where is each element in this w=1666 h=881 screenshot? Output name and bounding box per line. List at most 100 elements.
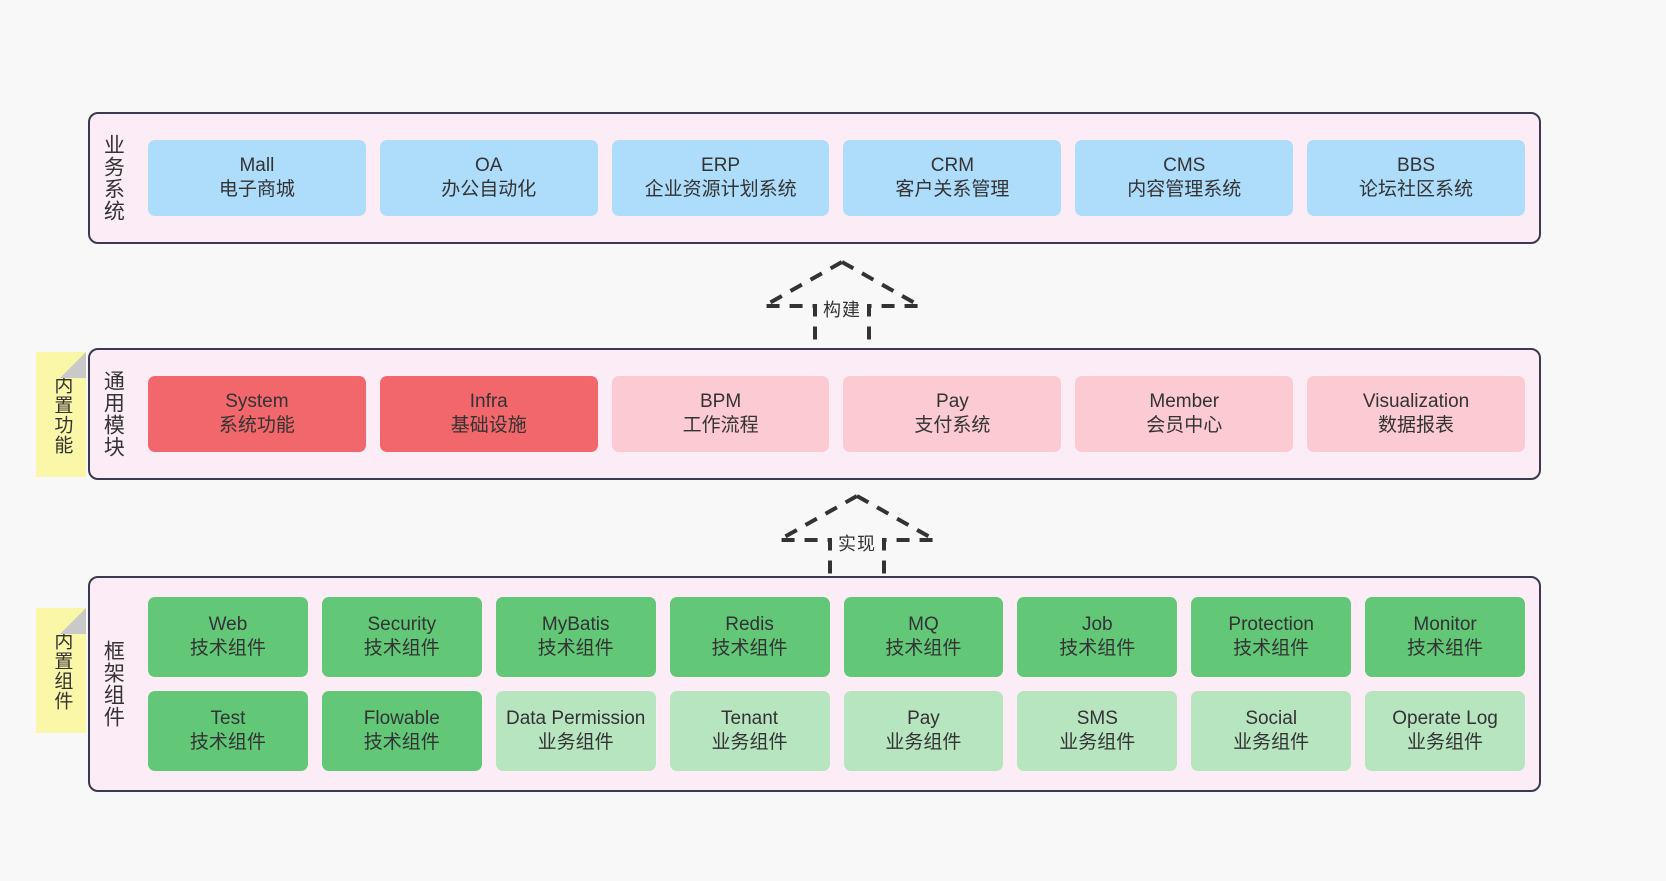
layer-framework-body: Web 技术组件 Security 技术组件 MyBatis 技术组件 Redi… <box>134 578 1539 790</box>
connector-build: 构建 <box>757 258 927 354</box>
framework-card-row-2: Test 技术组件 Flowable 技术组件 Data Permission … <box>148 691 1525 771</box>
card-mybatis[interactable]: MyBatis 技术组件 <box>495 597 656 677</box>
card-social[interactable]: Social 业务组件 <box>1191 691 1352 771</box>
card-operate-log-cn: 业务组件 <box>1407 732 1484 753</box>
card-monitor-cn: 技术组件 <box>1407 638 1484 659</box>
card-bpm-en: BPM <box>699 390 742 412</box>
card-mybatis-cn: 技术组件 <box>537 638 614 659</box>
card-mall-cn: 电子商城 <box>218 179 295 200</box>
card-data-permission-en: Data Permission <box>505 707 646 729</box>
card-infra-en: Infra <box>469 390 508 412</box>
card-data-permission-cn: 业务组件 <box>537 732 614 753</box>
layer-business-systems: 业务系统 Mall 电子商城 OA 办公自动化 ERP 企业资源计划系统 CRM… <box>88 112 1541 244</box>
build-arrow-shape <box>757 259 927 354</box>
card-operate-log[interactable]: Operate Log 业务组件 <box>1365 691 1525 771</box>
card-member-cn: 会员中心 <box>1146 415 1223 436</box>
card-operate-log-en: Operate Log <box>1392 707 1498 729</box>
card-crm-en: CRM <box>930 154 975 176</box>
card-mq-en: MQ <box>908 613 939 635</box>
card-monitor[interactable]: Monitor 技术组件 <box>1365 597 1525 677</box>
layer-modules-title: 通用模块 <box>101 370 125 458</box>
card-job-cn: 技术组件 <box>1059 638 1136 659</box>
card-bpm-cn: 工作流程 <box>682 415 759 436</box>
card-system[interactable]: System 系统功能 <box>148 376 366 452</box>
card-visualization-cn: 数据报表 <box>1378 415 1455 436</box>
card-security-cn: 技术组件 <box>363 638 440 659</box>
card-crm-cn: 客户关系管理 <box>895 179 1010 200</box>
card-sms[interactable]: SMS 业务组件 <box>1017 691 1178 771</box>
card-erp[interactable]: ERP 企业资源计划系统 <box>611 140 830 216</box>
business-card-row: Mall 电子商城 OA 办公自动化 ERP 企业资源计划系统 CRM 客户关系… <box>148 140 1525 216</box>
card-system-cn: 系统功能 <box>218 415 295 436</box>
layer-general-modules: 通用模块 System 系统功能 Infra 基础设施 BPM 工作流程 Pay… <box>88 348 1541 480</box>
card-mall[interactable]: Mall 电子商城 <box>148 140 366 216</box>
card-flowable[interactable]: Flowable 技术组件 <box>321 691 482 771</box>
card-web-en: Web <box>208 613 248 635</box>
layer-framework-title: 框架组件 <box>101 640 125 728</box>
card-protection[interactable]: Protection 技术组件 <box>1191 597 1352 677</box>
card-protection-cn: 技术组件 <box>1233 638 1310 659</box>
card-infra[interactable]: Infra 基础设施 <box>379 376 598 452</box>
sticky-note-builtin-features: 内置功能 <box>36 352 86 477</box>
card-sms-en: SMS <box>1076 707 1118 729</box>
layer-modules-body: System 系统功能 Infra 基础设施 BPM 工作流程 Pay 支付系统… <box>134 350 1539 478</box>
framework-card-row-1: Web 技术组件 Security 技术组件 MyBatis 技术组件 Redi… <box>148 597 1525 677</box>
card-redis[interactable]: Redis 技术组件 <box>669 597 830 677</box>
layer-business-title: 业务系统 <box>101 134 125 222</box>
card-flowable-cn: 技术组件 <box>363 732 440 753</box>
card-data-permission[interactable]: Data Permission 业务组件 <box>495 691 656 771</box>
card-pay-module-en: Pay <box>936 390 969 412</box>
card-pay-component-cn: 业务组件 <box>885 732 962 753</box>
card-infra-cn: 基础设施 <box>450 415 527 436</box>
card-test[interactable]: Test 技术组件 <box>148 691 308 771</box>
card-member[interactable]: Member 会员中心 <box>1075 376 1294 452</box>
card-pay-module[interactable]: Pay 支付系统 <box>843 376 1062 452</box>
card-monitor-en: Monitor <box>1413 613 1477 635</box>
card-cms-en: CMS <box>1163 154 1206 176</box>
realize-arrow-shape <box>772 493 942 588</box>
card-sms-cn: 业务组件 <box>1059 732 1136 753</box>
card-tenant[interactable]: Tenant 业务组件 <box>669 691 830 771</box>
card-social-cn: 业务组件 <box>1233 732 1310 753</box>
card-visualization-en: Visualization <box>1362 390 1470 412</box>
card-visualization[interactable]: Visualization 数据报表 <box>1307 376 1525 452</box>
card-security[interactable]: Security 技术组件 <box>321 597 482 677</box>
card-bbs-cn: 论坛社区系统 <box>1359 179 1474 200</box>
card-pay-component-en: Pay <box>907 707 940 729</box>
card-erp-en: ERP <box>701 154 741 176</box>
card-oa[interactable]: OA 办公自动化 <box>379 140 598 216</box>
card-cms[interactable]: CMS 内容管理系统 <box>1075 140 1294 216</box>
layer-framework-components: 框架组件 Web 技术组件 Security 技术组件 MyBatis 技术组件… <box>88 576 1541 792</box>
card-job[interactable]: Job 技术组件 <box>1017 597 1178 677</box>
card-job-en: Job <box>1081 613 1113 635</box>
card-redis-en: Redis <box>725 613 774 635</box>
card-tenant-cn: 业务组件 <box>711 732 788 753</box>
card-flowable-en: Flowable <box>363 707 440 729</box>
layer-business-body: Mall 电子商城 OA 办公自动化 ERP 企业资源计划系统 CRM 客户关系… <box>134 114 1539 242</box>
card-pay-module-cn: 支付系统 <box>914 415 991 436</box>
card-bbs-en: BBS <box>1397 154 1436 176</box>
card-social-en: Social <box>1245 707 1298 729</box>
card-protection-en: Protection <box>1228 613 1314 635</box>
card-crm[interactable]: CRM 客户关系管理 <box>843 140 1062 216</box>
card-test-cn: 技术组件 <box>189 732 266 753</box>
card-mall-en: Mall <box>239 154 275 176</box>
card-tenant-en: Tenant <box>721 707 779 729</box>
card-mq[interactable]: MQ 技术组件 <box>843 597 1004 677</box>
card-redis-cn: 技术组件 <box>711 638 788 659</box>
card-oa-en: OA <box>475 154 503 176</box>
card-web[interactable]: Web 技术组件 <box>148 597 308 677</box>
card-test-en: Test <box>210 707 246 729</box>
card-mq-cn: 技术组件 <box>885 638 962 659</box>
card-system-en: System <box>225 390 289 412</box>
card-mybatis-en: MyBatis <box>541 613 610 635</box>
card-bpm[interactable]: BPM 工作流程 <box>611 376 830 452</box>
card-bbs[interactable]: BBS 论坛社区系统 <box>1307 140 1525 216</box>
card-pay-component[interactable]: Pay 业务组件 <box>843 691 1004 771</box>
card-cms-cn: 内容管理系统 <box>1127 179 1242 200</box>
sticky-note-builtin-components: 内置组件 <box>36 608 86 733</box>
card-web-cn: 技术组件 <box>189 638 266 659</box>
connector-realize: 实现 <box>772 492 942 588</box>
card-erp-cn: 企业资源计划系统 <box>644 179 797 200</box>
card-member-en: Member <box>1149 390 1220 412</box>
